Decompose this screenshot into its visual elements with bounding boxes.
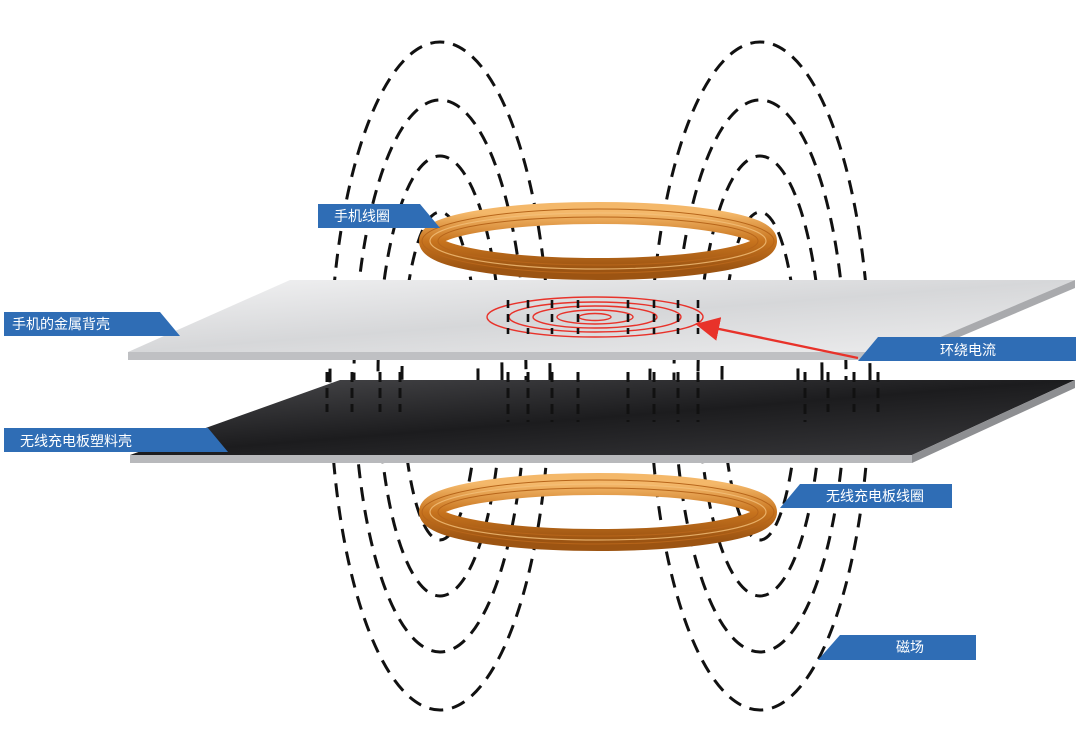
field-loop-right-2 <box>672 98 848 654</box>
field-lines-through-shell <box>325 372 880 422</box>
field-loop-left-1 <box>328 40 552 712</box>
label-phone-coil-text: 手机线圈 <box>334 209 390 225</box>
field-loop-left-3 <box>376 154 504 598</box>
label-phone-metal-back-text: 手机的金属背壳 <box>12 316 110 333</box>
phone-coil <box>419 202 777 280</box>
eddy-current-loops <box>486 296 704 338</box>
label-magnetic-field-text: 磁场 <box>896 640 924 656</box>
charger-coil <box>419 473 777 551</box>
label-phone-metal-back: 手机的金属背壳 <box>4 312 180 336</box>
field-loop-left-4 <box>400 210 480 542</box>
label-charger-coil-text: 无线充电板线圈 <box>826 489 924 505</box>
field-loop-right-3 <box>696 154 824 598</box>
label-charger-plastic-shell-text: 无线充电板塑料壳 <box>20 433 132 450</box>
field-loop-right-1 <box>648 40 872 712</box>
magnetic-field-lines-left <box>328 40 552 712</box>
field-loop-right-4 <box>720 210 800 542</box>
label-charger-plastic-shell: 无线充电板塑料壳 <box>4 428 228 452</box>
eddy-current-pointer <box>695 317 859 360</box>
magnetic-field-lines-right <box>648 40 872 712</box>
label-eddy-current-text: 环绕电流 <box>940 343 996 359</box>
label-charger-coil: 无线充电板线圈 <box>780 484 952 508</box>
label-eddy-current: 环绕电流 <box>858 337 1076 361</box>
field-loop-left-2 <box>352 98 528 654</box>
label-magnetic-field: 磁场 <box>818 635 976 660</box>
label-phone-coil: 手机线圈 <box>318 204 440 228</box>
charger-plastic-shell <box>130 380 1075 463</box>
